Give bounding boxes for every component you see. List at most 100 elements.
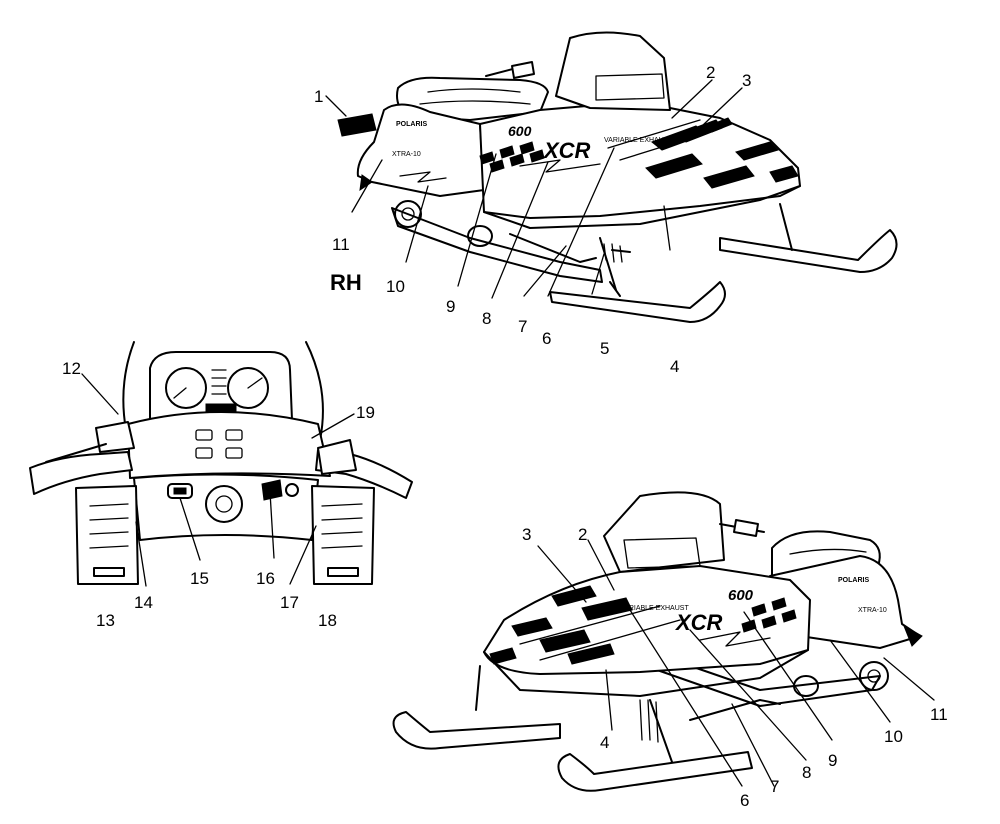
callout-6-bottom: 6 [740,791,749,810]
hood-lh [483,565,811,675]
ski-mount-lh [475,665,481,711]
seat-stitch-lh [789,548,867,555]
guard-ribs-right [321,503,363,549]
trailing-arm-lh [689,699,781,721]
decal-xtra10-rh: XTRA-10 [392,151,421,158]
windshield-arc-right [305,341,324,441]
callout-7-bottom: 7 [770,777,779,796]
windshield-arc-left [122,341,135,431]
decal-variable-rh: VARIABLE EXHAUST [604,137,673,144]
ski-mount-right [779,203,793,251]
callout-5: 5 [600,339,609,358]
callout-9-bottom: 9 [828,751,837,770]
decal-brand-rh: POLARIS [396,121,427,128]
decal-1-shape [337,113,377,137]
callout-19: 19 [356,403,375,422]
callout-1: 1 [314,87,323,106]
callout-18: 18 [318,611,337,630]
windshield-lh [603,491,725,573]
hand-guard-right [311,485,375,585]
seat-stitch [427,88,521,93]
callout-10-top: 10 [386,277,405,296]
rear-idler-wheel [394,200,422,228]
decal-swoosh-lh [699,631,771,647]
rear-idler-hub-lh [867,669,881,683]
gas-cap-center [215,495,233,513]
rear-flap [359,174,373,192]
callout-4-top: 4 [670,357,679,376]
snowmobile-lh-view: POLARIS XTRA-10 XCR 600 VARI [392,491,923,792]
brake-lever [45,443,107,463]
callout-16: 16 [256,569,275,588]
rh-label: RH [330,270,362,295]
callout-8-bottom: 8 [802,763,811,782]
snowmobile-rh-view: XTRA-10 POLARIS [356,31,898,323]
decal-xcr-rh: XCR [542,138,591,163]
belly-pan-lh [483,649,809,697]
front-spindle-lh [649,699,673,763]
decal-xcr-lh: XCR [674,610,723,635]
hood-stripes-lh [489,585,681,665]
switch-left-2 [195,447,213,459]
front-spring-lh [639,699,659,743]
callout-10-bottom: 10 [884,727,903,746]
guard-ribs-left [89,503,129,549]
decal-swoosh-side [519,159,601,173]
bogie-wheel [467,225,493,247]
key-switch-decal [261,479,283,501]
hand-guard-left [75,485,139,585]
seat-stitch-2 [419,100,531,105]
switch-right-2 [225,447,243,459]
windshield [555,31,671,111]
indicator-lights [211,369,227,395]
callout-11-top: 11 [332,235,350,254]
decal-variable-lh: VARIABLE EXHAUST [620,605,689,612]
ski-left-lh [392,711,561,750]
gauge-needles [173,377,263,399]
warning-decal [205,403,237,413]
trailing-arm [509,233,597,263]
callout-13: 13 [96,611,115,630]
callout-6-top: 6 [542,329,551,348]
decal-18-shape [327,567,359,577]
track-rh [391,207,603,283]
ski-right-rh [719,229,898,273]
callout-3-bottom: 3 [522,525,531,544]
console-view [29,341,413,585]
decal-brand-lh: POLARIS [838,577,869,584]
throttle-block [317,439,357,475]
handlebar-grip-block [511,61,535,79]
callout-11-bottom: 11 [930,705,948,724]
decal-xtra10-lh: XTRA-10 [858,607,887,614]
ski-mount-left [609,281,621,297]
leaders-top [325,79,743,299]
checker-strip-lh [741,597,797,633]
belly-pan [483,185,801,229]
bogie-wheel-lh [793,675,819,697]
brake-master-cylinder [95,421,135,453]
callout-9-top: 9 [446,297,455,316]
callout-17: 17 [280,593,299,612]
ski-left-rh [549,281,726,323]
console-hood [127,411,331,479]
decal-swoosh-rear [399,171,447,183]
callout-15: 15 [190,569,209,588]
rear-flap-lh [903,624,923,647]
switch-left [195,429,213,441]
decal-13-shape [93,567,125,577]
callout-4-bottom: 4 [600,733,609,752]
callout-14: 14 [134,593,153,612]
callout-7-top: 7 [518,317,527,336]
rear-idler-wheel-lh [859,661,889,691]
decal-600-rh: 600 [508,123,532,139]
gas-cap [205,485,243,523]
leaders-console [81,373,355,587]
callout-2-bottom: 2 [578,525,587,544]
key-switch [285,483,299,497]
front-spring [603,243,623,263]
rear-idler-hub [401,207,415,221]
callout-3-top: 3 [742,71,751,90]
callout-2-top: 2 [706,63,715,82]
